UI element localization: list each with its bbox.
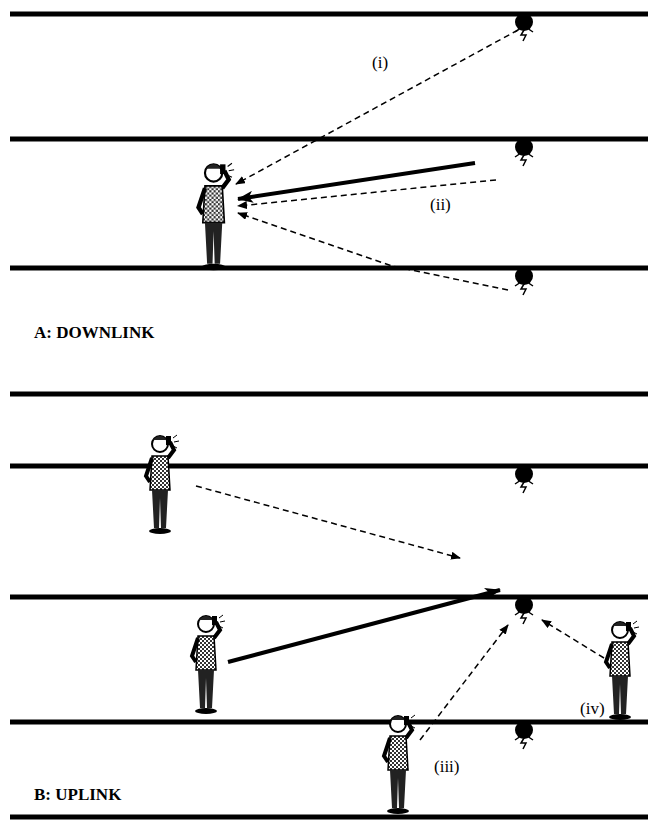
signal-paths (236, 30, 518, 290)
interference-path (542, 620, 604, 658)
road-line (10, 392, 648, 397)
interference-path (238, 213, 508, 290)
interference-path (420, 625, 508, 740)
mobile-user (384, 715, 417, 814)
mobile-user (198, 163, 234, 270)
road-line (10, 464, 648, 469)
interference-path (238, 180, 496, 206)
base-station (515, 596, 533, 624)
callout-number: (ii) (428, 196, 453, 215)
base-station (515, 721, 533, 749)
road-lines (10, 14, 648, 817)
road-line (10, 815, 648, 820)
interference-path (236, 30, 518, 184)
road-line (10, 595, 648, 600)
callout-number: (i) (370, 54, 390, 73)
road-line (10, 137, 648, 142)
road-line (10, 12, 648, 17)
callout-number: (iii) (432, 758, 462, 777)
base-station (515, 138, 533, 166)
mobile-user (192, 615, 225, 714)
road-line (10, 720, 648, 725)
mobile-user (606, 621, 639, 720)
signal-paths (196, 486, 604, 740)
desired-signal (228, 590, 500, 662)
road-line (10, 266, 648, 271)
panel-title: B: UPLINK (34, 786, 121, 805)
callout-number: (iv) (578, 700, 607, 719)
base-station (515, 465, 533, 493)
base-station (515, 267, 533, 295)
mobile-user (146, 435, 179, 534)
interference-path (196, 486, 460, 558)
base-station (515, 13, 533, 41)
panel-title: A: DOWNLINK (34, 324, 154, 343)
